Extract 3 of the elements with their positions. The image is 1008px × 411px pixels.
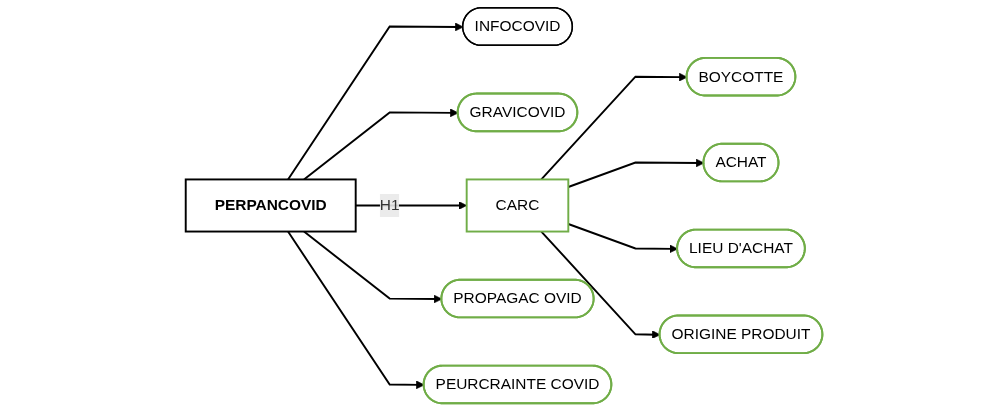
node-box: PERPANCOVID: [184, 178, 357, 233]
node-box: CARC: [465, 178, 570, 233]
edge-label: H1: [379, 196, 400, 214]
